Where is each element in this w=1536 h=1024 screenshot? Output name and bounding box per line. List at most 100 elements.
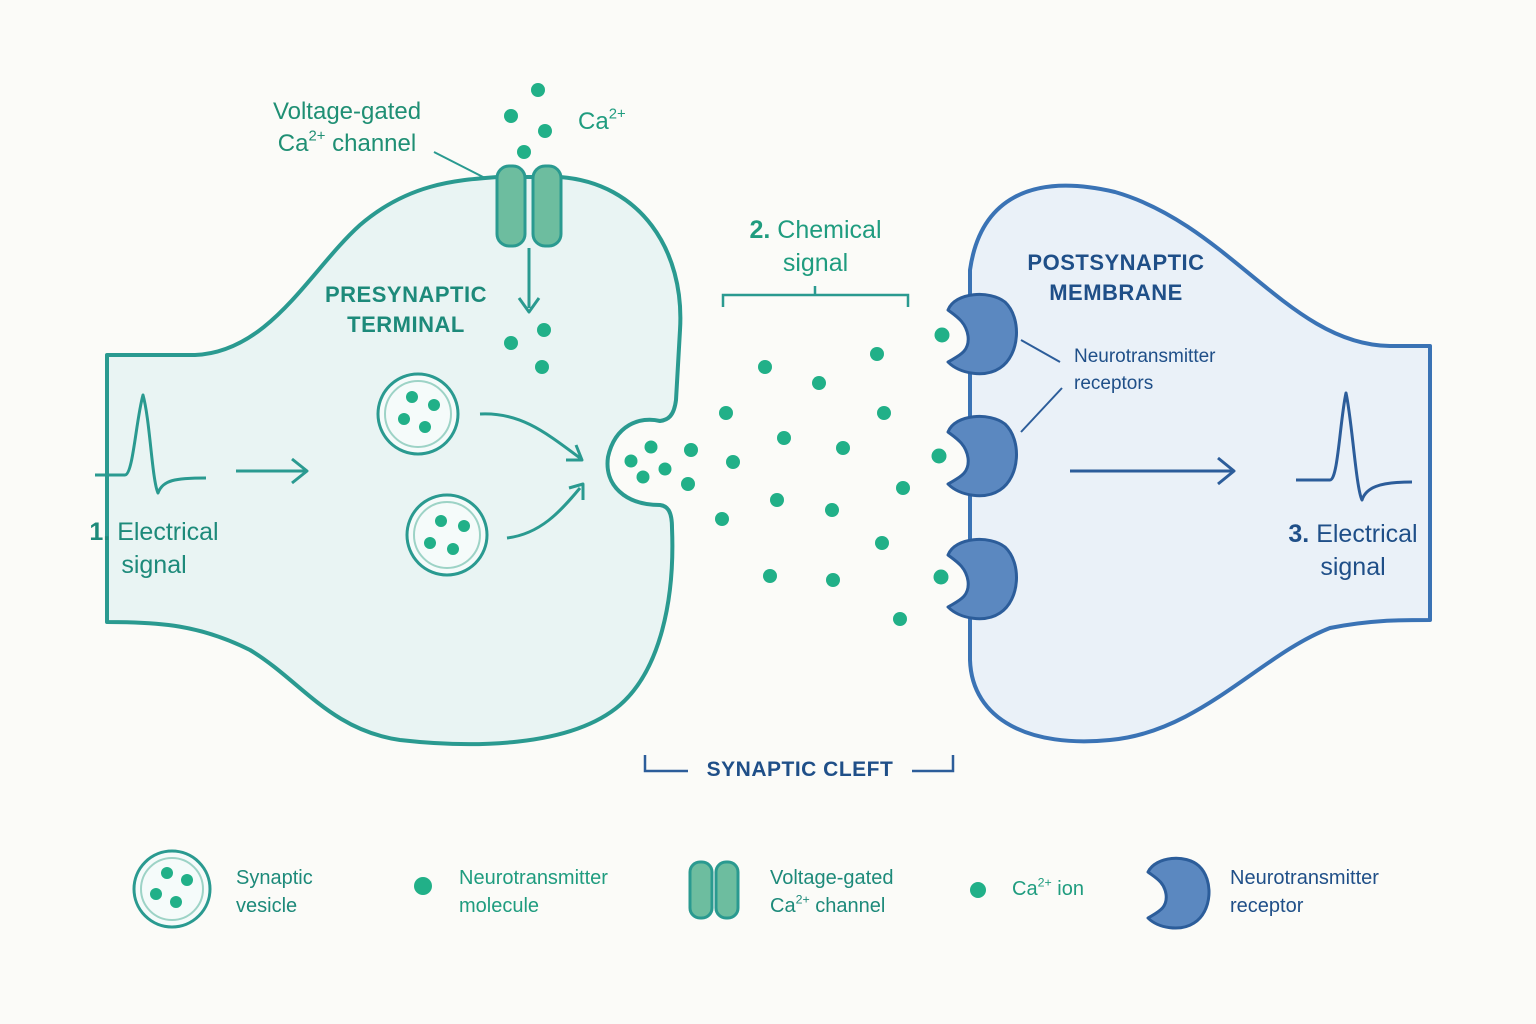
step1-line1: 1. Electrical <box>74 516 234 549</box>
vesicle-movement-arrow <box>506 482 585 540</box>
molecule-dot <box>504 336 518 350</box>
molecule-dot <box>537 323 551 337</box>
step1-number: 1. <box>89 518 111 546</box>
molecule-dot <box>435 515 447 527</box>
calcium-ion-icon <box>970 882 986 898</box>
step2-line1: 2. Chemical <box>728 214 903 247</box>
molecule-dot <box>836 441 850 455</box>
molecule-dot <box>931 448 947 464</box>
channel-label-line1: Voltage-gated <box>272 98 422 125</box>
molecule-dot <box>517 145 531 159</box>
molecule-dot <box>684 443 698 457</box>
receptor-leader-line <box>1020 387 1063 433</box>
presynaptic-terminal-label: PRESYNAPTIC TERMINAL <box>318 280 494 340</box>
legend-ion-label: Ca2+ ion <box>1012 875 1084 901</box>
legend-vesicle-label: Synaptic vesicle <box>236 864 313 920</box>
step1-text2: signal <box>121 551 187 579</box>
molecule-dot <box>770 493 784 507</box>
molecule-dot <box>875 536 889 550</box>
legend-nt-line2: molecule <box>459 895 540 917</box>
channel-label-ca: Ca <box>277 130 309 157</box>
synaptic-cleft-text: SYNAPTIC CLEFT <box>706 758 894 781</box>
legend-vesicle-line1: Synaptic <box>236 867 313 889</box>
channel-leader-line <box>433 151 486 179</box>
receptor-icon <box>1146 856 1211 930</box>
synaptic-vesicle <box>376 372 460 456</box>
step2-text1: Chemical <box>777 216 882 244</box>
calcium-channel <box>495 164 563 248</box>
legend-nt-label: Neurotransmitter molecule <box>459 864 608 920</box>
legend-channel-line1: Voltage-gated <box>770 867 894 889</box>
step2-number: 2. <box>749 216 771 244</box>
step3-text2: signal <box>1320 553 1386 581</box>
vesicle-movement-arrow <box>479 412 584 462</box>
postsynaptic-line1: POSTSYNAPTIC <box>1027 250 1205 275</box>
molecule-dot <box>726 455 740 469</box>
synaptic-vesicle-icon <box>132 849 212 929</box>
legend-channel-label: Voltage-gated Ca2+ channel <box>770 864 893 920</box>
step1-text1: Electrical <box>117 518 219 546</box>
molecule-dot <box>636 470 650 484</box>
molecule-dot <box>504 109 518 123</box>
molecule-dot <box>447 543 459 555</box>
receptors-line2: receptors <box>1074 373 1154 394</box>
legend-receptor-line1: Neurotransmitter <box>1230 867 1379 889</box>
molecule-dot <box>877 406 891 420</box>
molecule-dot <box>644 440 658 454</box>
legend-ion-sup: 2+ <box>1037 875 1052 890</box>
neurotransmitter-receptor <box>946 414 1018 498</box>
synaptic-cleft-bracket <box>643 755 955 773</box>
receptors-label: Neurotransmitter receptors <box>1074 343 1216 397</box>
molecule-dot <box>893 612 907 626</box>
molecule-dot <box>531 83 545 97</box>
postsynaptic-line2: MEMBRANE <box>1049 280 1183 305</box>
presynaptic-terminal <box>105 175 683 747</box>
molecule-dot <box>825 503 839 517</box>
neurotransmitter-molecules <box>398 83 950 626</box>
channel-label-rest: channel <box>325 130 417 157</box>
step2-label: 2. Chemical signal <box>728 214 903 280</box>
legend-channel-line2: Ca2+ channel <box>770 892 893 920</box>
neurotransmitter-receptor <box>946 292 1018 376</box>
molecule-dot <box>870 347 884 361</box>
step1-label: 1. Electrical signal <box>74 516 234 582</box>
molecule-dot <box>681 477 695 491</box>
legend-receptor-line2: receptor <box>1230 895 1304 917</box>
neurotransmitter-dot-icon <box>414 877 432 895</box>
legend-channel-ca: Ca <box>770 895 796 917</box>
molecule-dot <box>826 573 840 587</box>
molecule-dot <box>777 431 791 445</box>
action-potential-right-icon <box>1296 391 1413 502</box>
molecule-dot <box>758 360 772 374</box>
step3-label: 3. Electrical signal <box>1272 518 1434 584</box>
molecule-dot <box>715 512 729 526</box>
channel-label-line2: Ca2+ channel <box>252 128 442 160</box>
step3-line1: 3. Electrical <box>1272 518 1434 551</box>
neurotransmitter-receptor <box>946 537 1018 621</box>
molecule-dot <box>896 481 910 495</box>
calcium-entry-arrow <box>517 248 541 314</box>
calcium-ion-label: Ca2+ <box>578 107 626 136</box>
legend-receptor-label: Neurotransmitter receptor <box>1230 864 1379 920</box>
postsynaptic-membrane-label: POSTSYNAPTIC MEMBRANE <box>1020 248 1212 308</box>
calcium-ion-base: Ca <box>578 108 609 135</box>
legend-vesicle-line2: vesicle <box>236 895 298 917</box>
molecule-dot <box>458 520 470 532</box>
molecule-dot <box>934 327 950 343</box>
legend-nt-line1: Neurotransmitter <box>459 867 608 889</box>
synaptic-vesicle <box>405 493 489 577</box>
step2-text2: signal <box>782 249 849 277</box>
molecule-dot <box>424 537 436 549</box>
molecule-dot <box>933 569 949 585</box>
molecule-dot <box>428 399 440 411</box>
receptor-leader-line <box>1020 339 1061 363</box>
channel-label-sup: 2+ <box>308 128 326 145</box>
legend-channel-sup: 2+ <box>795 892 810 907</box>
chemical-signal-bracket <box>721 286 910 307</box>
step3-text1: Electrical <box>1316 520 1418 548</box>
presynaptic-line2: TERMINAL <box>347 312 465 337</box>
arrow-right-navy-icon <box>1070 456 1236 486</box>
synaptic-cleft-label: SYNAPTIC CLEFT <box>690 758 910 782</box>
